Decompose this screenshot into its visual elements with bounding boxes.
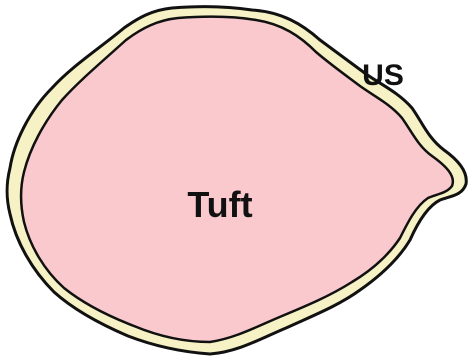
us-label: US <box>362 59 404 92</box>
tuft-label: Tuft <box>187 184 252 225</box>
